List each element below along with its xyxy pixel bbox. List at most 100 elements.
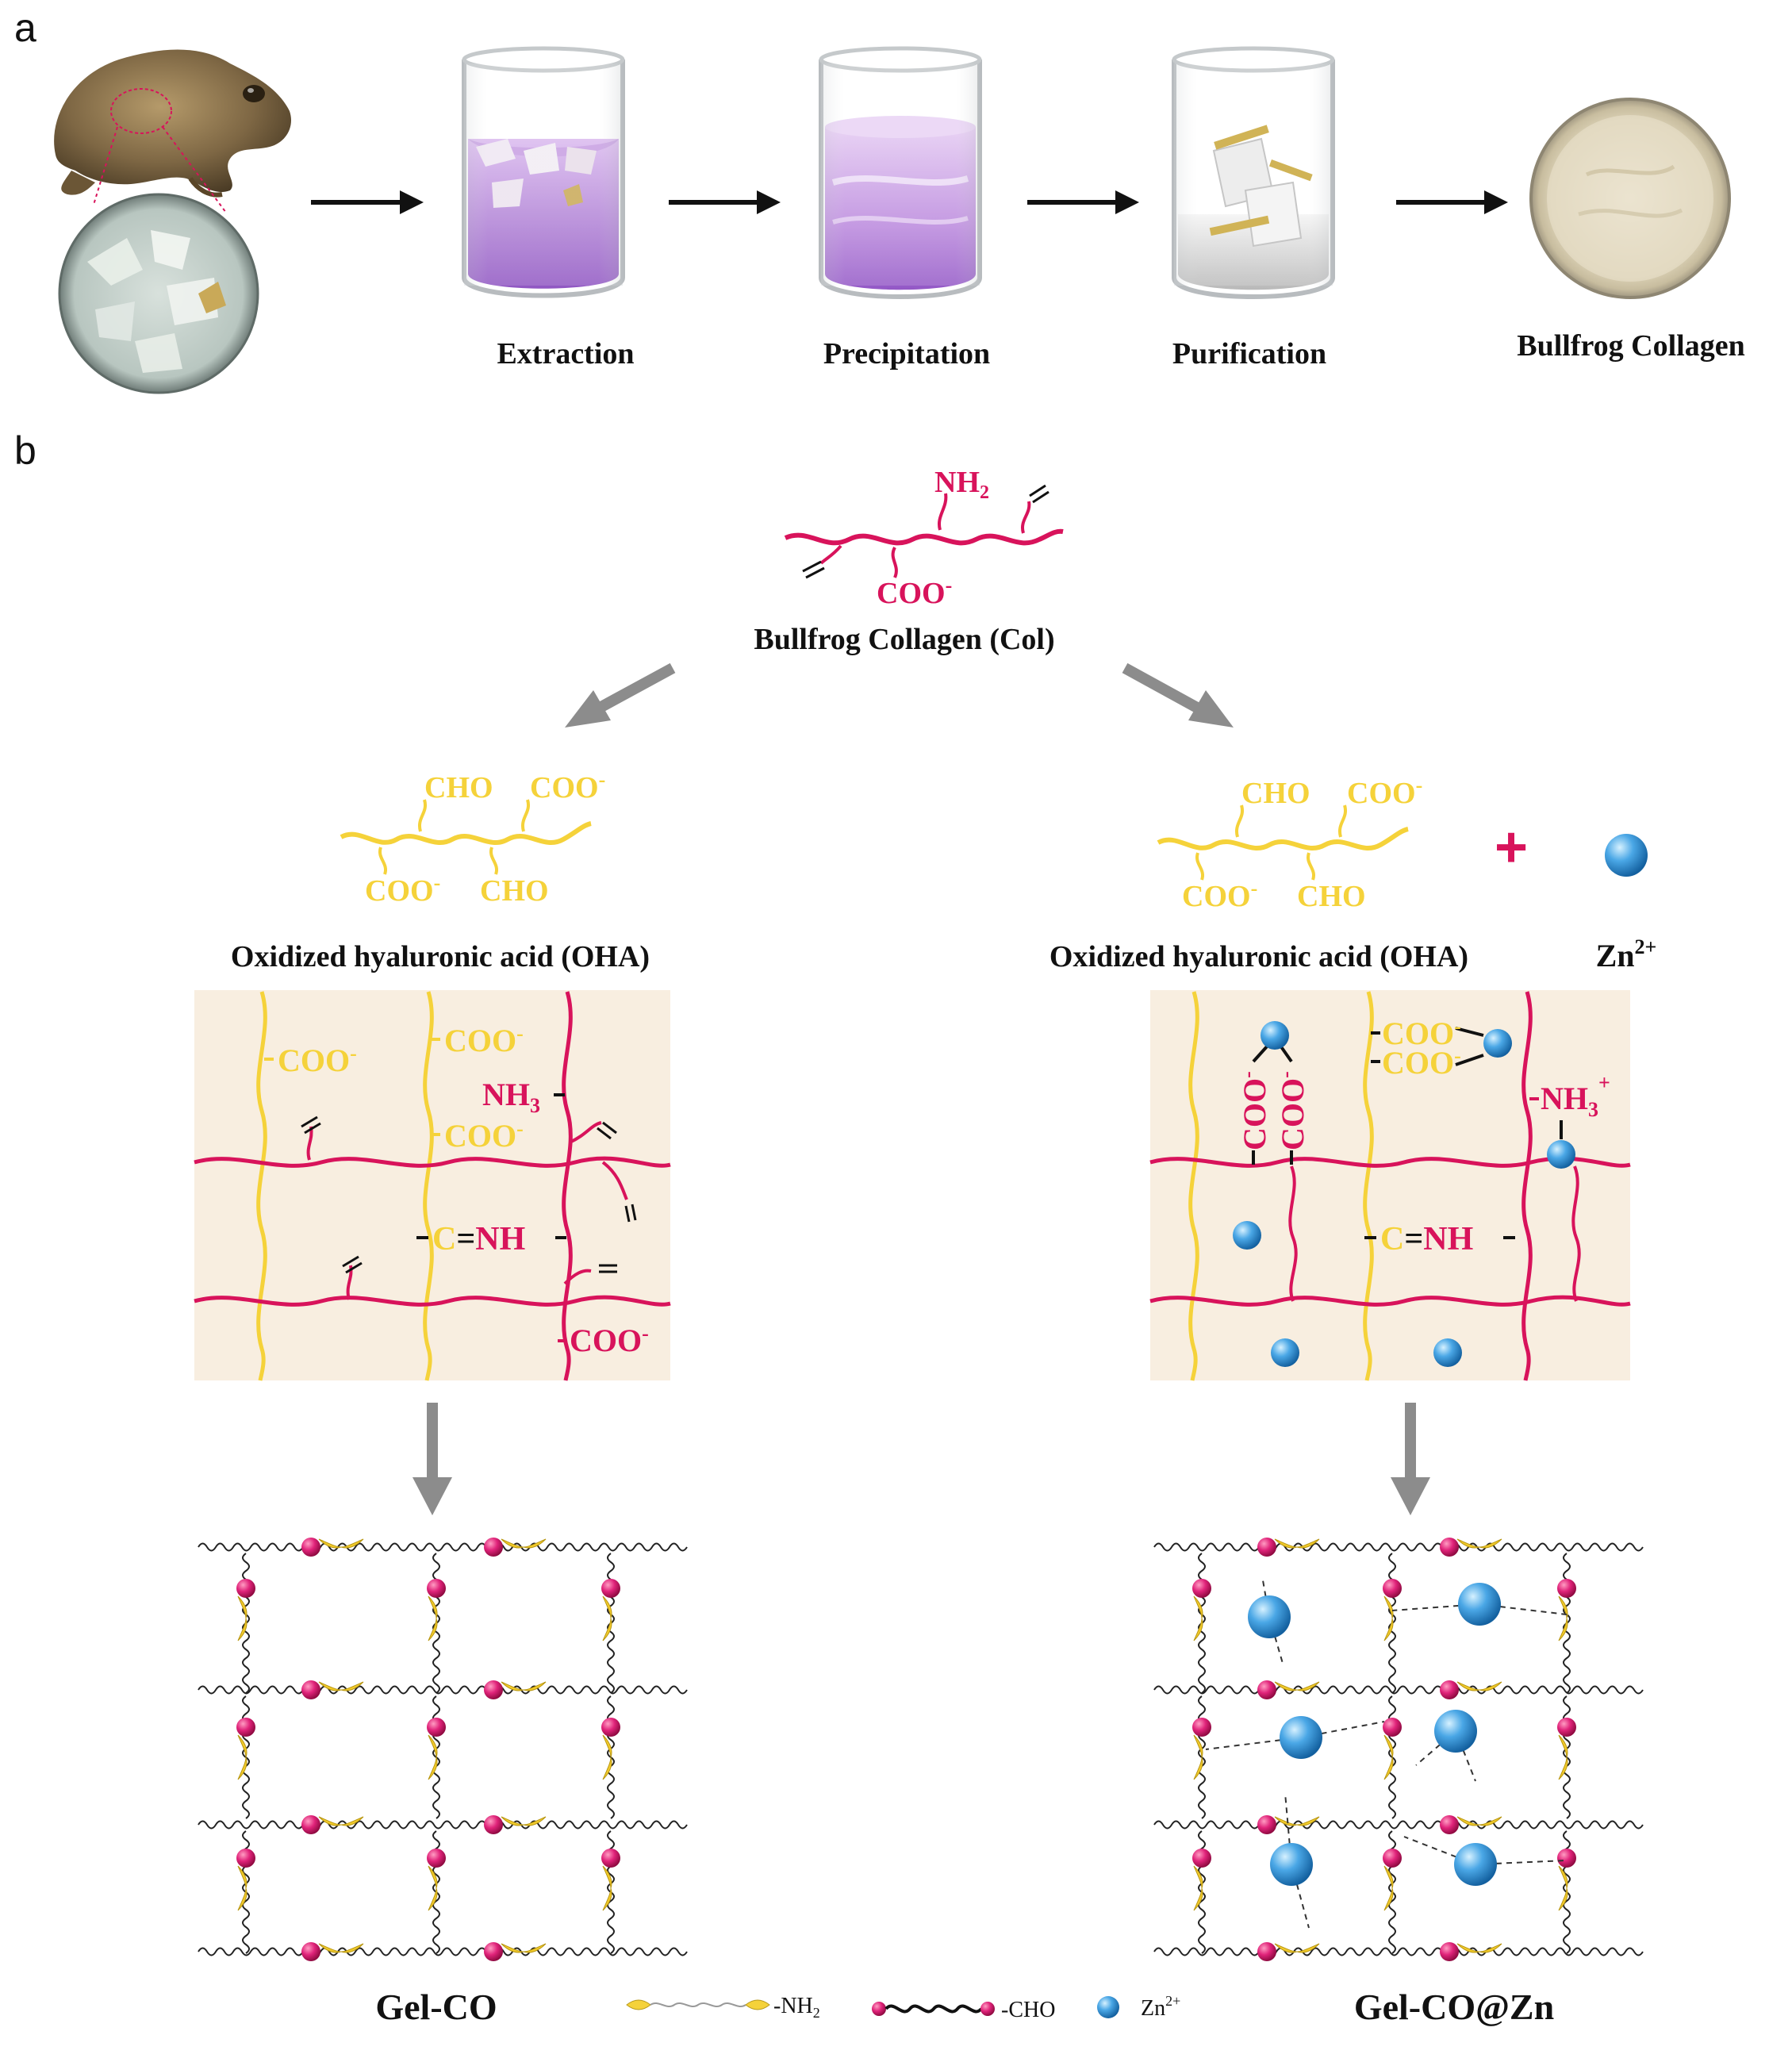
bullfrog-illustration bbox=[54, 49, 292, 198]
nh2-linker bbox=[1274, 1943, 1298, 1953]
skin-pieces-lens bbox=[58, 193, 259, 394]
collagen-coo: COO- bbox=[877, 574, 952, 610]
nh2-linker bbox=[318, 1681, 342, 1691]
nh2-linker bbox=[237, 1618, 248, 1641]
oha-right-cho-top: CHO bbox=[1241, 777, 1310, 810]
cho-bead bbox=[1192, 1579, 1211, 1598]
net-left-nh3: NH3 bbox=[482, 1077, 540, 1117]
zinc-ion bbox=[1434, 1710, 1477, 1753]
gel-right-label: Gel-CO@Zn bbox=[1354, 1987, 1554, 2027]
cho-bead bbox=[1257, 1680, 1276, 1699]
cho-bead bbox=[301, 1815, 320, 1834]
legend-nh2-label: -NH2 bbox=[773, 1994, 820, 2021]
nh2-linker bbox=[1193, 1618, 1203, 1641]
step-label-purification: Purification bbox=[1172, 337, 1326, 371]
legend-zinc-icon bbox=[1097, 1996, 1119, 2018]
cho-bead bbox=[1257, 1942, 1276, 1961]
network-box-left bbox=[194, 990, 671, 1381]
cho-bead bbox=[1383, 1579, 1402, 1598]
nh2-linker bbox=[602, 1887, 612, 1911]
nh2-linker bbox=[1479, 1681, 1502, 1691]
cho-bead bbox=[601, 1849, 620, 1868]
legend-cho-symbol bbox=[872, 2002, 995, 2016]
cho-bead bbox=[484, 1815, 503, 1834]
cho-bead bbox=[1257, 1815, 1276, 1834]
nh2-linker bbox=[501, 1681, 524, 1691]
zinc-ion bbox=[1270, 1843, 1313, 1886]
gel-chain-horizontal bbox=[198, 1820, 688, 1830]
step-label-bullfrog-collagen: Bullfrog Collagen bbox=[1517, 329, 1745, 363]
net-left-coo-4: COO- bbox=[570, 1322, 649, 1358]
legend-nh2-symbol bbox=[626, 1999, 770, 2010]
nh2-linker bbox=[318, 1816, 342, 1826]
net-left-coo-2: COO- bbox=[444, 1022, 524, 1058]
step-label-extraction: Extraction bbox=[497, 337, 634, 371]
cho-bead bbox=[427, 1579, 446, 1598]
cho-bead bbox=[601, 1718, 620, 1737]
nh2-linker bbox=[1296, 1538, 1320, 1549]
net-right-imine: C=NH bbox=[1380, 1221, 1473, 1257]
cho-bead bbox=[427, 1849, 446, 1868]
nh2-linker bbox=[501, 1816, 524, 1826]
oha-left-label: Oxidized hyaluronic acid (OHA) bbox=[231, 940, 650, 973]
oha-right-cho-bottom: CHO bbox=[1297, 880, 1366, 913]
nh2-linker bbox=[428, 1595, 438, 1619]
oha-left-cho-top: CHO bbox=[424, 771, 493, 804]
panel-b-letter: b bbox=[14, 428, 36, 473]
cho-bead bbox=[301, 1942, 320, 1961]
cho-bead bbox=[1440, 1942, 1459, 1961]
net-right-zinc-ions bbox=[1233, 1021, 1575, 1367]
gel-chain-horizontal bbox=[198, 1947, 688, 1956]
nh2-linker bbox=[1456, 1538, 1480, 1549]
cho-bead bbox=[601, 1579, 620, 1598]
coordination-bond bbox=[1455, 1730, 1476, 1782]
nh2-linker bbox=[523, 1943, 547, 1953]
oha-chain-right bbox=[1157, 804, 1409, 881]
nh2-linker bbox=[1274, 1681, 1298, 1691]
oha-left-coo-bottom: COO- bbox=[365, 871, 440, 908]
beaker-purification bbox=[1172, 46, 1335, 299]
nh2-linker bbox=[1193, 1887, 1203, 1911]
gel-chain-horizontal bbox=[1153, 1685, 1644, 1695]
net-right-coo-1: COO- bbox=[1382, 1015, 1461, 1051]
zinc-ion bbox=[1458, 1583, 1501, 1626]
nh2-linker bbox=[237, 1757, 248, 1780]
gel-chain-horizontal bbox=[198, 1542, 688, 1552]
gel-chain-horizontal bbox=[1153, 1820, 1644, 1830]
nh2-linker bbox=[1479, 1538, 1502, 1549]
nh2-linker bbox=[602, 1618, 612, 1641]
nh2-linker bbox=[1558, 1887, 1568, 1911]
nh2-linker bbox=[340, 1538, 364, 1549]
oha-chain-left bbox=[340, 799, 592, 875]
gel-network-right bbox=[1153, 1538, 1644, 1961]
nh2-linker bbox=[340, 1816, 364, 1826]
nh2-linker bbox=[1558, 1618, 1568, 1641]
collagen-chain bbox=[784, 484, 1064, 579]
coordination-bond bbox=[1415, 1730, 1456, 1766]
cho-bead bbox=[1557, 1579, 1576, 1598]
collagen-label: Bullfrog Collagen (Col) bbox=[754, 623, 1054, 656]
nh2-linker bbox=[1456, 1816, 1480, 1826]
cho-bead bbox=[1192, 1718, 1211, 1737]
skin-zoom-region bbox=[110, 88, 172, 134]
zinc-ion bbox=[1280, 1716, 1322, 1759]
zinc-ion-label: Zn2+ bbox=[1596, 935, 1657, 973]
nh2-linker bbox=[237, 1595, 248, 1619]
gel-chain-horizontal bbox=[198, 1685, 688, 1695]
gel-left-label: Gel-CO bbox=[375, 1987, 497, 2027]
cho-bead bbox=[1440, 1680, 1459, 1699]
nh2-linker bbox=[523, 1681, 547, 1691]
coordination-bond bbox=[1268, 1616, 1284, 1667]
cho-bead bbox=[1440, 1815, 1459, 1834]
nh2-linker bbox=[1193, 1757, 1203, 1780]
nh2-linker bbox=[237, 1887, 248, 1911]
cho-bead bbox=[301, 1680, 320, 1699]
nh2-linker bbox=[1274, 1816, 1298, 1826]
nh2-linker bbox=[428, 1618, 438, 1641]
cho-bead bbox=[1383, 1849, 1402, 1868]
step-label-precipitation: Precipitation bbox=[823, 337, 990, 371]
panel-a-letter: a bbox=[14, 6, 36, 50]
nh2-linker bbox=[501, 1538, 524, 1549]
nh2-linker bbox=[1296, 1681, 1320, 1691]
